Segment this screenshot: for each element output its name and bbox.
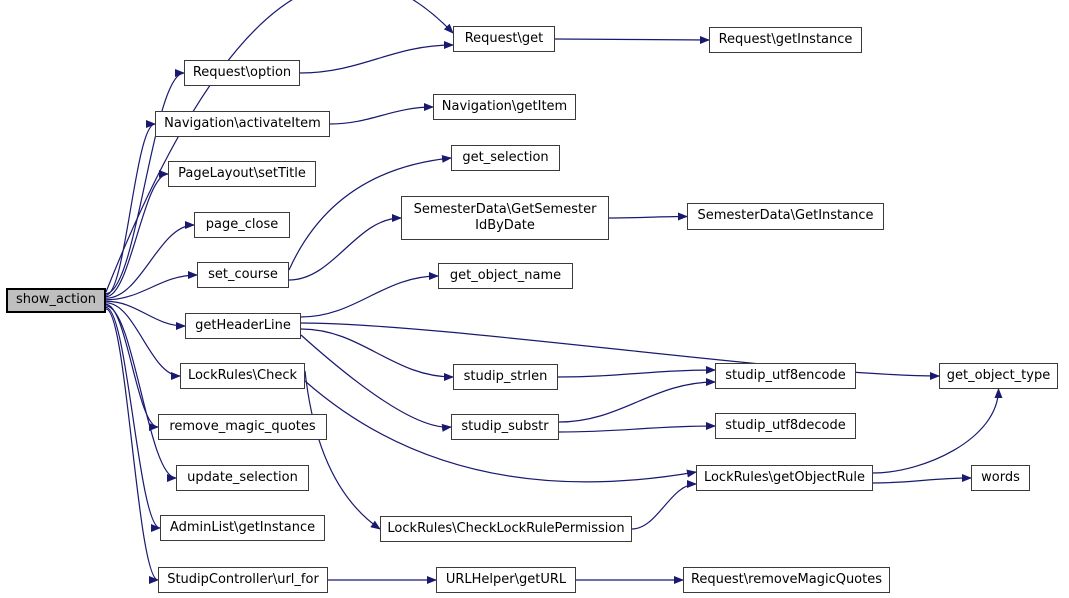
- edge-studip_substr-to-studip_utf8decode: [558, 422, 716, 433]
- edge-show_action-to-getheaderline: [105, 300, 186, 330]
- edge-show_action-to-page_close: [105, 221, 195, 299]
- edge-show_action-to-request_get: [105, 0, 454, 293]
- edge-lockrules_check-to-lockrules_getobjectrule: [304, 380, 697, 483]
- graph-node-studip_utf8encode[interactable]: studip_utf8encode: [715, 363, 856, 389]
- edge-getheaderline-to-studip_substr: [300, 334, 452, 432]
- edge-show_action-to-navigation_activateitem: [105, 120, 156, 296]
- graph-node-words[interactable]: words: [971, 465, 1030, 491]
- edge-show_action-to-pagelayout_settitle: [105, 170, 169, 298]
- graph-node-lockrules_getobjectrule[interactable]: LockRules\getObjectRule: [696, 465, 873, 491]
- graph-node-getheaderline[interactable]: getHeaderLine: [185, 313, 301, 339]
- edge-set_course-to-get_selection: [288, 154, 452, 271]
- edge-studip_substr-to-studip_utf8encode: [558, 378, 716, 423]
- graph-node-update_selection[interactable]: update_selection: [176, 465, 309, 491]
- graph-node-show_action: show_action: [6, 288, 106, 313]
- edge-lockrules_getobjectrule-to-words: [872, 474, 972, 484]
- graph-node-request_option[interactable]: Request\option: [184, 60, 300, 86]
- graph-node-lockrules_check[interactable]: LockRules\Check: [180, 363, 305, 389]
- graph-node-set_course[interactable]: set_course: [197, 262, 289, 288]
- graph-node-navigation_getitem[interactable]: Navigation\getItem: [433, 94, 576, 120]
- graph-node-semesterdata_getsemesteridbydate[interactable]: SemesterData\GetSemester IdByDate: [401, 196, 609, 240]
- edge-show_action-to-request_option: [105, 69, 185, 295]
- graph-node-get_selection[interactable]: get_selection: [451, 145, 560, 171]
- edge-lockrules_checklockrulepermission-to-lockrules_getobjectrule: [631, 480, 697, 530]
- edge-show_action-to-studipcontroller_url_for: [105, 308, 159, 584]
- graph-node-studip_strlen[interactable]: studip_strlen: [453, 364, 558, 390]
- edge-studip_strlen-to-studip_utf8encode: [557, 366, 716, 378]
- graph-node-studipcontroller_url_for[interactable]: StudipController\url_for: [158, 567, 328, 593]
- edge-getheaderline-to-get_object_name: [300, 272, 439, 318]
- graph-node-navigation_activateitem[interactable]: Navigation\activateItem: [155, 111, 330, 137]
- graph-node-remove_magic_quotes[interactable]: remove_magic_quotes: [158, 414, 327, 440]
- edge-lockrules_getobjectrule-to-get_object_type: [872, 388, 1003, 474]
- graph-node-request_removemagicquotes[interactable]: Request\removeMagicQuotes: [683, 567, 890, 593]
- edge-request_get-to-request_getinstance: [554, 35, 710, 44]
- graph-node-get_object_type[interactable]: get_object_type: [939, 363, 1058, 389]
- graph-node-pagelayout_settitle[interactable]: PageLayout\setTitle: [168, 161, 316, 187]
- edge-request_option-to-request_get: [299, 41, 454, 74]
- edge-show_action-to-adminlist_getinstance: [105, 306, 161, 532]
- edge-show_action-to-update_selection: [105, 305, 177, 482]
- edge-show_action-to-lockrules_check: [105, 302, 181, 380]
- graph-node-request_getinstance[interactable]: Request\getInstance: [709, 27, 862, 53]
- graph-node-semesterdata_getinstance[interactable]: SemesterData\GetInstance: [687, 203, 884, 230]
- graph-node-get_object_name[interactable]: get_object_name: [438, 263, 573, 289]
- edge-set_course-to-semesterdata_getsemesteridbydate: [288, 214, 402, 281]
- graph-node-adminlist_getinstance[interactable]: AdminList\getInstance: [160, 515, 325, 541]
- edge-lockrules_check-to-lockrules_checklockrulepermission: [304, 370, 381, 530]
- graph-node-studip_utf8decode[interactable]: studip_utf8decode: [715, 413, 856, 439]
- graph-node-urlhelper_geturl[interactable]: URLHelper\getURL: [436, 567, 576, 593]
- edge-show_action-to-set_course: [105, 271, 198, 301]
- edge-getheaderline-to-get_object_type: [300, 322, 940, 380]
- edge-semesterdata_getsemesteridbydate-to-semesterdata_getinstance: [608, 212, 688, 221]
- graph-node-request_get[interactable]: Request\get: [453, 26, 555, 52]
- graph-node-studip_substr[interactable]: studip_substr: [451, 414, 559, 440]
- edge-navigation_activateitem-to-navigation_getitem: [329, 103, 434, 125]
- graph-node-page_close[interactable]: page_close: [194, 212, 290, 238]
- graph-node-lockrules_checklockrulepermission[interactable]: LockRules\CheckLockRulePermission: [380, 516, 632, 542]
- edge-getheaderline-to-studip_strlen: [300, 328, 454, 381]
